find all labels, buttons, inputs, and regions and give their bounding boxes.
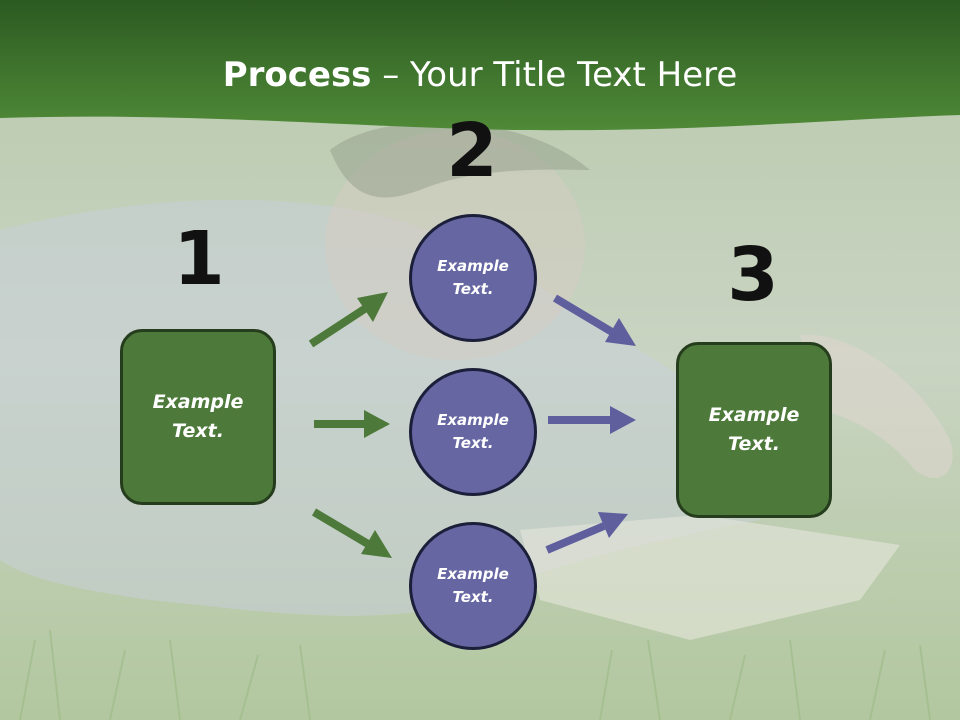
step-3-number: 3	[727, 232, 779, 318]
circle-2: Example Text.	[409, 368, 537, 496]
arrow-circle3-to-step3	[545, 512, 628, 554]
step-2-number: 2	[446, 108, 498, 194]
arrow-circle1-to-step3	[552, 294, 636, 346]
step-3-box: Example Text.	[676, 342, 832, 518]
circle-3-label: Example Text.	[437, 565, 509, 606]
step-1-number: 1	[173, 216, 225, 302]
step-1-label: Example Text.	[152, 391, 244, 442]
arrow-step1-to-circle2	[314, 410, 390, 438]
step-3-label: Example Text.	[708, 404, 800, 455]
arrow-circle2-to-step3	[548, 406, 636, 434]
title-bold: Process	[222, 55, 372, 95]
step-1-box: Example Text.	[120, 329, 276, 505]
circle-3: Example Text.	[409, 522, 537, 650]
circle-1-label: Example Text.	[437, 257, 509, 298]
circle-2-label: Example Text.	[437, 411, 509, 452]
arrow-step1-to-circle1	[308, 292, 388, 348]
arrow-step1-to-circle3	[311, 508, 392, 558]
title-rest: – Your Title Text Here	[371, 55, 738, 95]
slide-title: Process – Your Title Text Here	[0, 52, 960, 98]
circle-1: Example Text.	[409, 214, 537, 342]
